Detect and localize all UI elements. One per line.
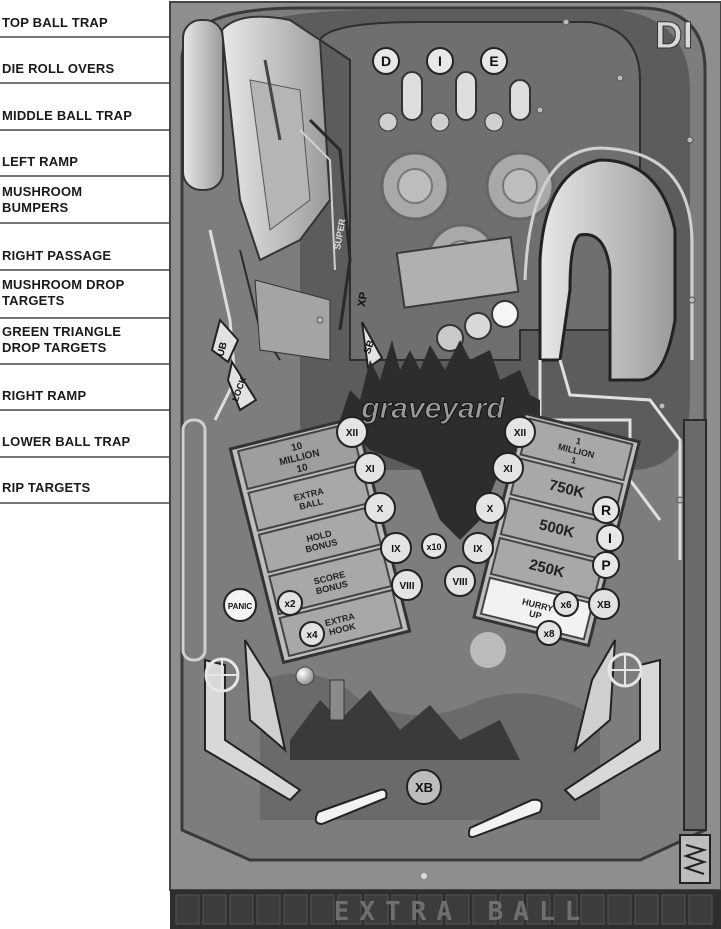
plunger-lane <box>683 419 707 831</box>
rip-letter: P <box>601 557 610 573</box>
graveyard-logo: graveyard <box>360 392 505 425</box>
die-i-light <box>426 47 454 75</box>
multiplier-label: x4 <box>306 630 318 641</box>
die-e-light <box>480 47 508 75</box>
x10-target[interactable] <box>421 533 447 559</box>
tri-target-sb: SB <box>362 339 377 356</box>
numeral-target-left[interactable] <box>391 569 423 601</box>
numeral-target-left[interactable] <box>336 416 368 448</box>
rip-target[interactable] <box>596 524 624 552</box>
numeral-target-right[interactable] <box>492 452 524 484</box>
multiplier-label: x8 <box>543 629 555 640</box>
callout-labels: TOP BALL TRAP DIE ROLL OVERS MIDDLE BALL… <box>0 0 180 929</box>
rip-target[interactable] <box>592 496 620 524</box>
left-flipper[interactable] <box>314 788 388 826</box>
left-panel-cell <box>247 463 372 532</box>
numeral-label-right: VIII <box>452 577 467 588</box>
rip-target[interactable] <box>592 551 620 579</box>
multiplier-label: x6 <box>560 600 572 611</box>
center-xb-light[interactable] <box>406 769 442 805</box>
label-middle-ball-trap: MIDDLE BALL TRAP <box>2 108 133 123</box>
multiplier-light[interactable] <box>536 620 562 646</box>
label-top-ball-trap: TOP BALL TRAP <box>2 15 108 30</box>
numeral-label-right: IX <box>473 544 483 555</box>
rip-targets[interactable]: RIP <box>592 496 624 579</box>
numeral-label-right: XII <box>514 428 526 439</box>
mushroom-drop-targets[interactable] <box>436 300 519 352</box>
corner-logo: DI <box>655 15 693 57</box>
label-rip-targets: RIP TARGETS <box>2 480 91 495</box>
multiplier-light[interactable] <box>223 588 257 622</box>
label-left-ramp: LEFT RAMP <box>2 154 79 169</box>
label-right-ramp: RIGHT RAMP <box>2 388 87 403</box>
label-right-passage: RIGHT PASSAGE <box>2 248 112 263</box>
numeral-label-right: X <box>487 504 494 515</box>
die-e-letter: E <box>489 53 498 69</box>
center-xb-label: XB <box>415 780 433 795</box>
numeral-target-right[interactable] <box>474 492 506 524</box>
numeral-target-left[interactable] <box>364 492 396 524</box>
tri-target-ub: UB <box>215 341 229 358</box>
label-die-roll-overs: DIE ROLL OVERS <box>2 61 115 76</box>
right-flipper[interactable] <box>467 798 543 838</box>
rip-letter: R <box>601 502 611 518</box>
label-green-triangle-drop-targets: GREEN TRIANGLE DROP TARGETS <box>2 324 122 355</box>
die-d-letter: D <box>381 53 391 69</box>
right-slingshot[interactable] <box>573 639 616 753</box>
green-triangle-targets[interactable]: UB LOCK XP SB <box>210 291 384 412</box>
pinball-ball <box>295 666 315 686</box>
multiplier-light[interactable] <box>553 591 579 617</box>
label-mushroom-drop-targets: MUSHROOM DROP TARGETS <box>2 277 125 308</box>
numeral-label-right: XI <box>503 464 513 475</box>
multiplier-label: PANIC <box>228 602 253 611</box>
x10-label: x10 <box>426 542 441 552</box>
multiplier-label: XB <box>597 600 611 611</box>
numeral-target-right[interactable] <box>444 565 476 597</box>
multiplier-light[interactable] <box>277 590 303 616</box>
lower-ball-trap <box>181 418 207 662</box>
tri-target-xp: XP <box>356 291 370 308</box>
numeral-target-left[interactable] <box>380 532 412 564</box>
numeral-label-left: X <box>377 504 384 515</box>
right-panel-cell <box>479 576 595 641</box>
numeral-target-right[interactable] <box>504 416 536 448</box>
rip-letter: I <box>608 530 612 546</box>
numeral-label-left: XI <box>365 464 375 475</box>
label-mushroom-bumpers: MUSHROOM BUMPERS <box>2 184 83 215</box>
die-d-light <box>372 47 400 75</box>
die-rollovers[interactable]: D I E <box>372 47 531 132</box>
numeral-label-left: IX <box>391 544 401 555</box>
multiplier-light[interactable] <box>299 621 325 647</box>
multiplier-label: x2 <box>284 599 296 610</box>
left-panel-cell <box>257 505 383 574</box>
graveyard-silhouette <box>340 340 540 540</box>
numeral-label-left: XII <box>346 428 358 439</box>
right-passage <box>538 158 677 382</box>
right-panel-cell <box>489 536 604 601</box>
numeral-target-left[interactable] <box>354 452 386 484</box>
numeral-target-right[interactable] <box>462 532 494 564</box>
multiplier-light[interactable] <box>588 588 620 620</box>
numeral-label-left: VIII <box>399 581 414 592</box>
top-ball-trap <box>182 19 224 191</box>
scoreboard-text: EXTRA BALL <box>334 897 591 927</box>
multiplier-lights[interactable]: PANIC x2 x4 x6 x8 XB <box>223 588 620 647</box>
label-lower-ball-trap: LOWER BALL TRAP <box>2 434 131 449</box>
left-slingshot[interactable] <box>244 639 287 753</box>
die-i-letter: I <box>438 53 442 69</box>
